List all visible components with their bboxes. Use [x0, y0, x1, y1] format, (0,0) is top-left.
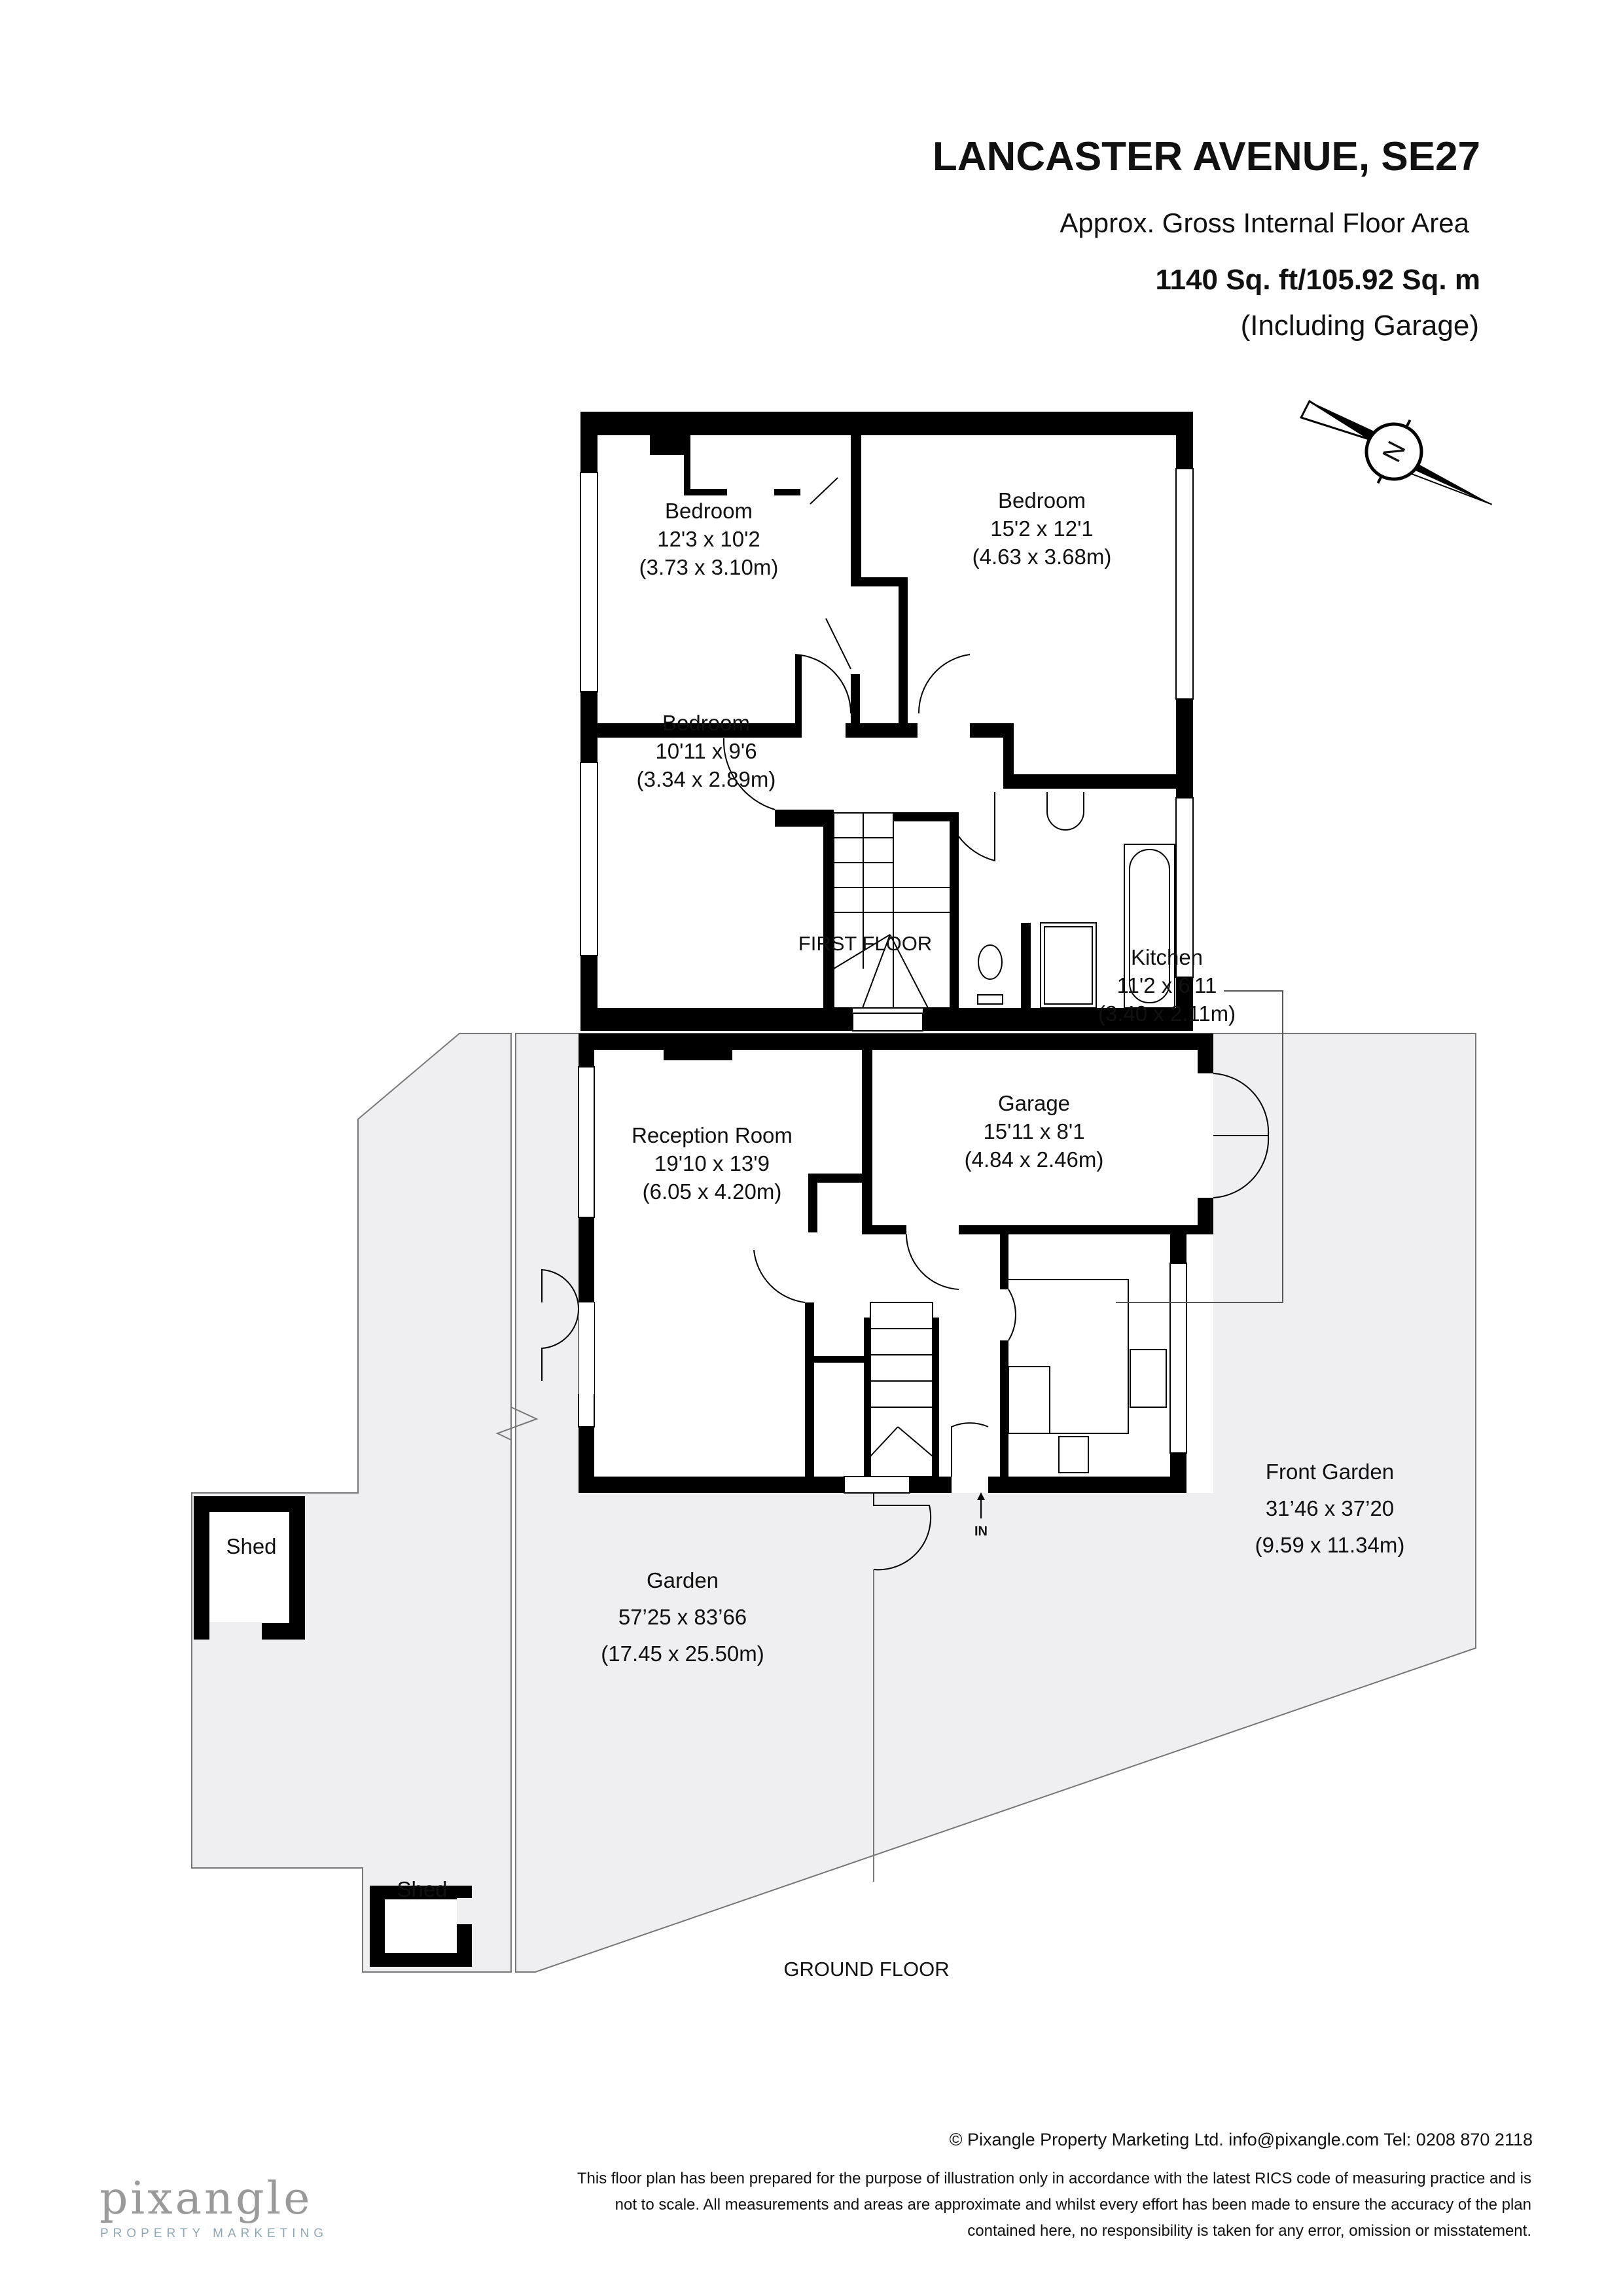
room-bedroom-1: Bedroom 12'3 x 10'2 (3.73 x 3.10m) [639, 499, 779, 579]
ground-floor-label: GROUND FLOOR [783, 1958, 949, 1981]
staircase [870, 1302, 933, 1477]
room-bedroom-2: Bedroom 15'2 x 12'1 (4.63 x 3.68m) [972, 488, 1112, 569]
room-garage: Garage 15'11 x 8'1 (4.84 x 2.46m) [965, 1091, 1104, 1172]
room-size-metric: (3.34 x 2.89m) [637, 767, 776, 791]
room-name: Bedroom [998, 488, 1086, 512]
sink-icon [1130, 1349, 1167, 1408]
room-size-metric: (4.63 x 3.68m) [972, 545, 1112, 569]
room-reception: Reception Room 19'10 x 13'9 (6.05 x 4.20… [632, 1123, 793, 1204]
area-value: 1140 Sq. ft/105.92 Sq. m [1156, 264, 1480, 296]
copyright-text: © Pixangle Property Marketing Ltd. info@… [950, 2130, 1533, 2149]
room-size-metric: (17.45 x 25.50m) [601, 1641, 764, 1666]
staircase [833, 812, 951, 1009]
shower-icon [1040, 922, 1097, 1009]
footer: © Pixangle Property Marketing Ltd. info@… [99, 2130, 1533, 2240]
first-floor-label: FIRST FLOOR [798, 932, 932, 955]
basin-icon [1046, 792, 1084, 831]
room-name: Kitchen [1131, 945, 1203, 969]
room-name: Garage [998, 1091, 1070, 1115]
logo-tagline: PROPERTY MARKETING [100, 2227, 328, 2240]
room-size-metric: (3.73 x 3.10m) [639, 555, 779, 579]
room-size-metric: (6.05 x 4.20m) [643, 1179, 782, 1204]
shed-2: Shed [370, 1877, 472, 1967]
shed-label: Shed [226, 1534, 276, 1558]
room-name: Garden [647, 1568, 719, 1592]
bath-icon [1124, 844, 1175, 1009]
hob-icon [1058, 1436, 1089, 1473]
shed-label: Shed [397, 1877, 447, 1901]
room-size-metric: (3.40 x 2.11m) [1098, 1001, 1236, 1026]
room-bedroom-3: Bedroom 10'11 x 9'6 (3.34 x 2.89m) [637, 711, 776, 791]
entrance-marker: IN [974, 1492, 988, 1539]
room-size-metric: (9.59 x 11.34m) [1255, 1533, 1405, 1557]
property-title: LANCASTER AVENUE, SE27 [933, 134, 1480, 179]
disclaimer-line: not to scale. All measurements and areas… [615, 2196, 1531, 2214]
ground-floor-plan: Shed Shed Reception Room 19'10 x 13'9 (6… [191, 945, 1476, 1981]
entrance-label: IN [974, 1524, 988, 1539]
room-size-imperial: 10'11 x 9'6 [655, 739, 757, 763]
room-size-imperial: 12'3 x 10'2 [657, 527, 760, 551]
room-garden: Garden 57’25 x 83’66 (17.45 x 25.50m) [601, 1568, 764, 1666]
disclaimer-line: This floor plan has been prepared for th… [577, 2170, 1531, 2187]
room-size-imperial: 57’25 x 83’66 [618, 1605, 747, 1629]
disclaimer-line: contained here, no responsibility is tak… [967, 2222, 1531, 2240]
kitchen-worktop [1008, 1279, 1167, 1473]
room-size-imperial: 15'2 x 12'1 [990, 516, 1094, 541]
room-name: Bedroom [665, 499, 753, 523]
north-arrow-icon: N [1300, 399, 1493, 505]
room-kitchen: Kitchen 11'2 x 6'11 (3.40 x 2.11m) [1098, 945, 1236, 1026]
pixangle-logo: pixangle PROPERTY MARKETING [99, 2173, 328, 2240]
room-name: Bedroom [662, 711, 750, 735]
room-size-imperial: 15'11 x 8'1 [983, 1119, 1084, 1143]
room-name: Reception Room [632, 1123, 793, 1147]
shed-1: Shed [194, 1496, 305, 1640]
garden-area-side [191, 1033, 512, 1973]
room-size-imperial: 19'10 x 13'9 [654, 1151, 770, 1175]
room-size-metric: (4.84 x 2.46m) [965, 1147, 1104, 1172]
first-floor-plan: Bedroom 12'3 x 10'2 (3.73 x 3.10m) Bedro… [580, 412, 1194, 1031]
room-size-imperial: 11'2 x 6'11 [1117, 973, 1217, 997]
logo-wordmark: pixangle [99, 2173, 312, 2225]
toilet-icon [977, 944, 1003, 1005]
room-name: Front Garden [1266, 1460, 1394, 1484]
area-label: Approx. Gross Internal Floor Area [1060, 207, 1469, 238]
room-size-imperial: 31’46 x 37’20 [1266, 1496, 1394, 1520]
room-front-garden: Front Garden 31’46 x 37’20 (9.59 x 11.34… [1255, 1460, 1405, 1557]
header: LANCASTER AVENUE, SE27 Approx. Gross Int… [933, 134, 1480, 342]
area-note: (Including Garage) [1241, 310, 1479, 342]
